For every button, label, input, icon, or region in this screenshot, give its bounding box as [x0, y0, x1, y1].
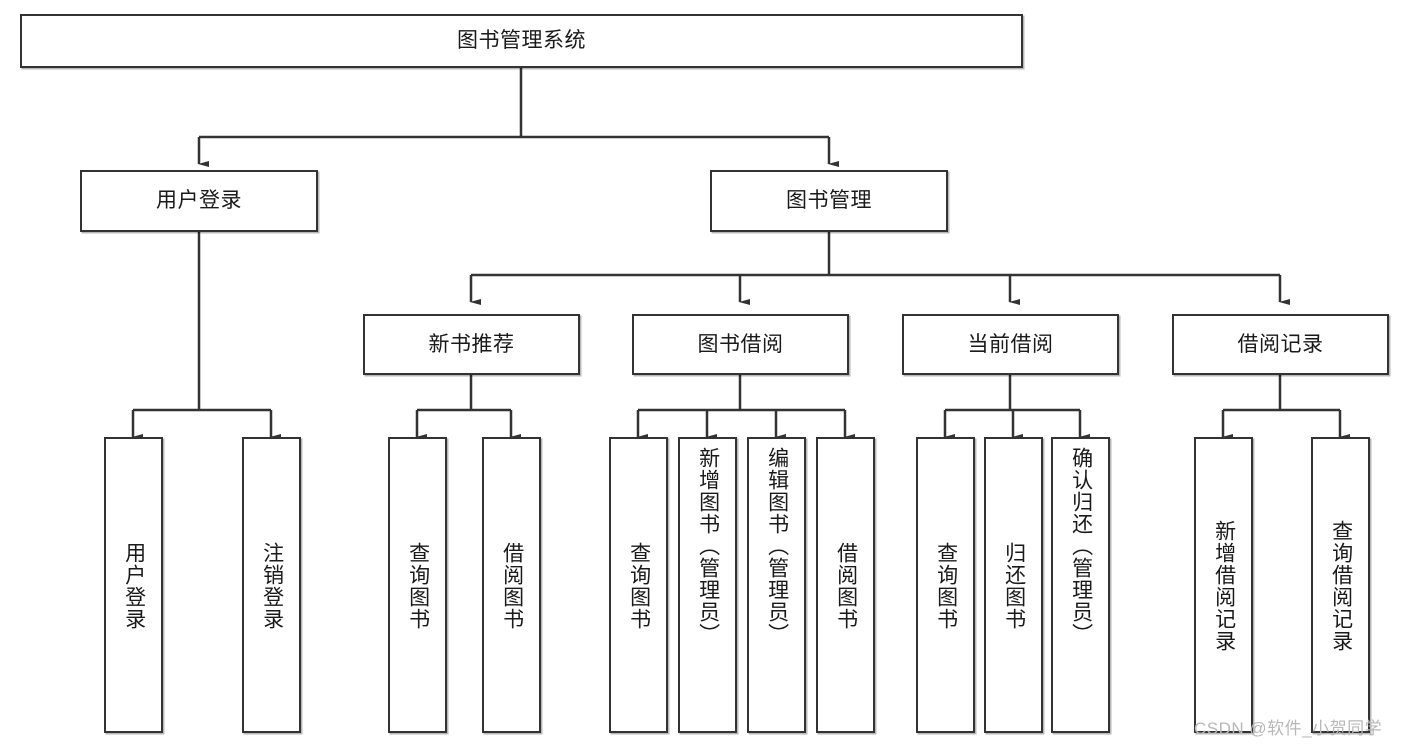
node-label-leaf-query-borrow-record: 查询借阅记录: [1329, 520, 1353, 652]
node-label-leaf-add-book: 新增图书（管理员）: [696, 447, 720, 645]
node-label-leaf-add-borrow-record: 新增借阅记录: [1212, 520, 1236, 652]
node-leaf-return-book[interactable]: 归还图书: [984, 437, 1043, 733]
node-label-user-login: 用户登录: [156, 189, 242, 213]
node-label-book-management: 图书管理: [786, 189, 872, 213]
node-leaf-query-book-recommend[interactable]: 查询图书: [388, 437, 447, 733]
node-label-leaf-query-book-current: 查询图书: [934, 542, 958, 630]
node-leaf-borrow-book-recommend[interactable]: 借阅图书: [482, 437, 541, 733]
node-label-leaf-edit-book: 编辑图书（管理员）: [765, 447, 789, 645]
node-leaf-borrow-book[interactable]: 借阅图书: [816, 437, 875, 733]
node-leaf-logout[interactable]: 注销登录: [242, 437, 301, 733]
node-label-leaf-query-book-borrow: 查询图书: [627, 542, 651, 630]
node-label-leaf-confirm-return: 确认归还（管理员）: [1069, 447, 1093, 645]
node-new-book-recommend[interactable]: 新书推荐: [363, 314, 580, 375]
node-label-current-borrow: 当前借阅: [967, 332, 1054, 356]
connector-lines: [131, 68, 1350, 440]
node-leaf-query-book-borrow[interactable]: 查询图书: [609, 437, 668, 733]
node-leaf-user-login[interactable]: 用户登录: [104, 437, 163, 733]
node-label-leaf-return-book: 归还图书: [1002, 542, 1026, 630]
node-label-book-borrow: 图书借阅: [697, 332, 784, 356]
node-label-leaf-borrow-book-recommend: 借阅图书: [500, 542, 524, 630]
node-book-borrow[interactable]: 图书借阅: [632, 314, 849, 375]
node-label-root: 图书管理系统: [457, 29, 586, 53]
node-borrow-record[interactable]: 借阅记录: [1172, 314, 1389, 375]
node-leaf-edit-book[interactable]: 编辑图书（管理员）: [747, 437, 806, 733]
node-root[interactable]: 图书管理系统: [20, 14, 1023, 68]
node-book-management[interactable]: 图书管理: [710, 170, 948, 232]
node-leaf-confirm-return[interactable]: 确认归还（管理员）: [1051, 437, 1110, 733]
node-label-borrow-record: 借阅记录: [1237, 332, 1324, 356]
node-label-new-book-recommend: 新书推荐: [428, 332, 515, 356]
node-label-leaf-logout: 注销登录: [260, 542, 284, 630]
node-leaf-add-book[interactable]: 新增图书（管理员）: [678, 437, 737, 733]
node-current-borrow[interactable]: 当前借阅: [902, 314, 1119, 375]
node-leaf-query-borrow-record[interactable]: 查询借阅记录: [1311, 437, 1370, 733]
node-label-leaf-user-login: 用户登录: [122, 542, 146, 630]
node-label-leaf-borrow-book: 借阅图书: [834, 542, 858, 630]
csdn-watermark: CSDN @软件_小贺同学: [1194, 719, 1383, 738]
node-label-leaf-query-book-recommend: 查询图书: [406, 542, 430, 630]
node-leaf-add-borrow-record[interactable]: 新增借阅记录: [1194, 437, 1253, 733]
node-leaf-query-book-current[interactable]: 查询图书: [916, 437, 975, 733]
node-user-login[interactable]: 用户登录: [80, 170, 318, 232]
